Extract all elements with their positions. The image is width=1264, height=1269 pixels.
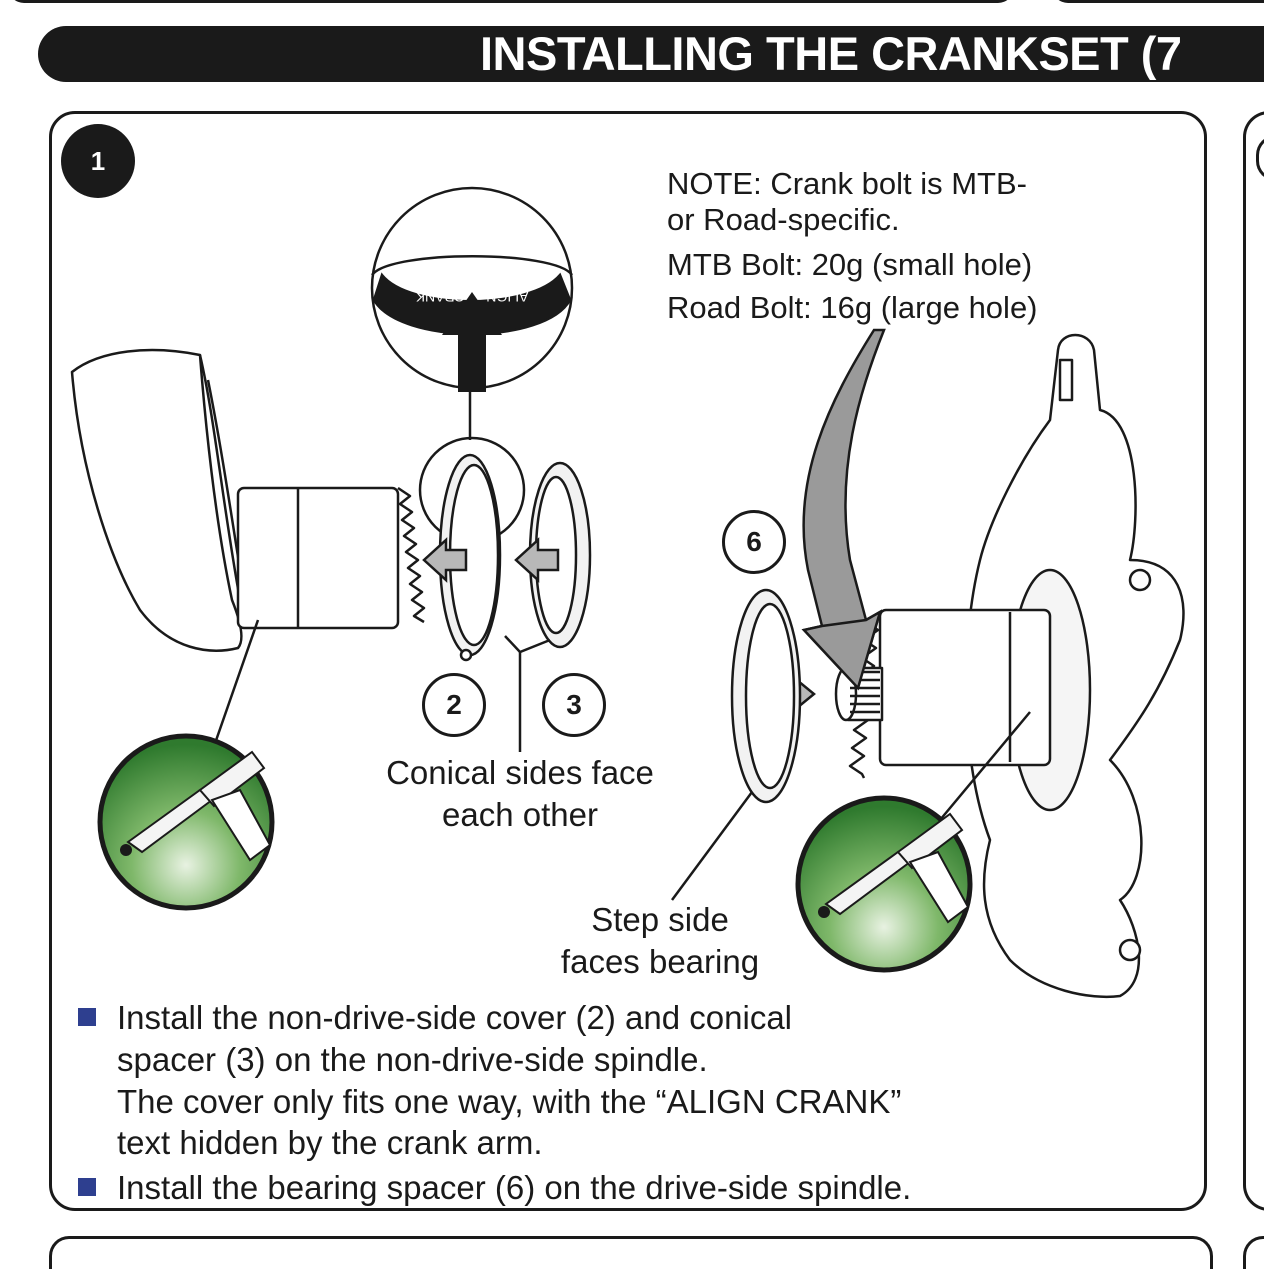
non-drive-crank-arm xyxy=(70,348,426,652)
crankset-illustration: ALIGN ▲ CRANK xyxy=(70,186,1185,999)
bullet-marker-1 xyxy=(78,1008,96,1026)
next-panel-edge-left xyxy=(49,1236,1213,1269)
up-arrow-icon xyxy=(442,292,502,440)
callout-bearing-spacer: 6 xyxy=(722,510,786,574)
conical-leader xyxy=(504,635,551,752)
bullet-marker-2 xyxy=(78,1178,96,1196)
conical-label-line-2: each other xyxy=(442,796,598,833)
callout-conical-spacer: 3 xyxy=(542,673,606,737)
title-bar xyxy=(38,26,1264,82)
step-1-panel xyxy=(49,111,1207,1211)
instruction-2: Install the bearing spacer (6) on the dr… xyxy=(117,1169,912,1206)
note-line-1: NOTE: Crank bolt is MTB- xyxy=(667,166,1027,201)
instruction-1-line-2: spacer (3) on the non-drive-side spindle… xyxy=(117,1041,708,1078)
grease-gun-icon xyxy=(795,795,973,973)
page-title: INSTALLING THE CRANKSET (7 xyxy=(480,27,1182,80)
instruction-1-line-4: text hidden by the crank arm. xyxy=(117,1124,543,1161)
step-number-badge: 1 xyxy=(61,124,135,198)
bearing-spacer xyxy=(730,588,802,804)
instruction-1-line-3: The cover only fits one way, with the “A… xyxy=(117,1083,902,1120)
drive-crank-spider xyxy=(834,333,1185,999)
conical-label-line-1: Conical sides face xyxy=(386,754,654,791)
callout-cover: 2 xyxy=(422,673,486,737)
step-side-label-line-2: faces bearing xyxy=(560,943,760,980)
grease-gun-icon xyxy=(97,733,275,911)
note-line-4: Road Bolt: 16g (large hole) xyxy=(667,290,1038,325)
instruction-1-line-1: Install the non-drive-side cover (2) and… xyxy=(117,999,793,1036)
step-side-label-line-1: Step side xyxy=(591,901,729,938)
note-line-3: MTB Bolt: 20g (small hole) xyxy=(667,247,1033,282)
note-line-2: or Road-specific. xyxy=(667,202,900,237)
